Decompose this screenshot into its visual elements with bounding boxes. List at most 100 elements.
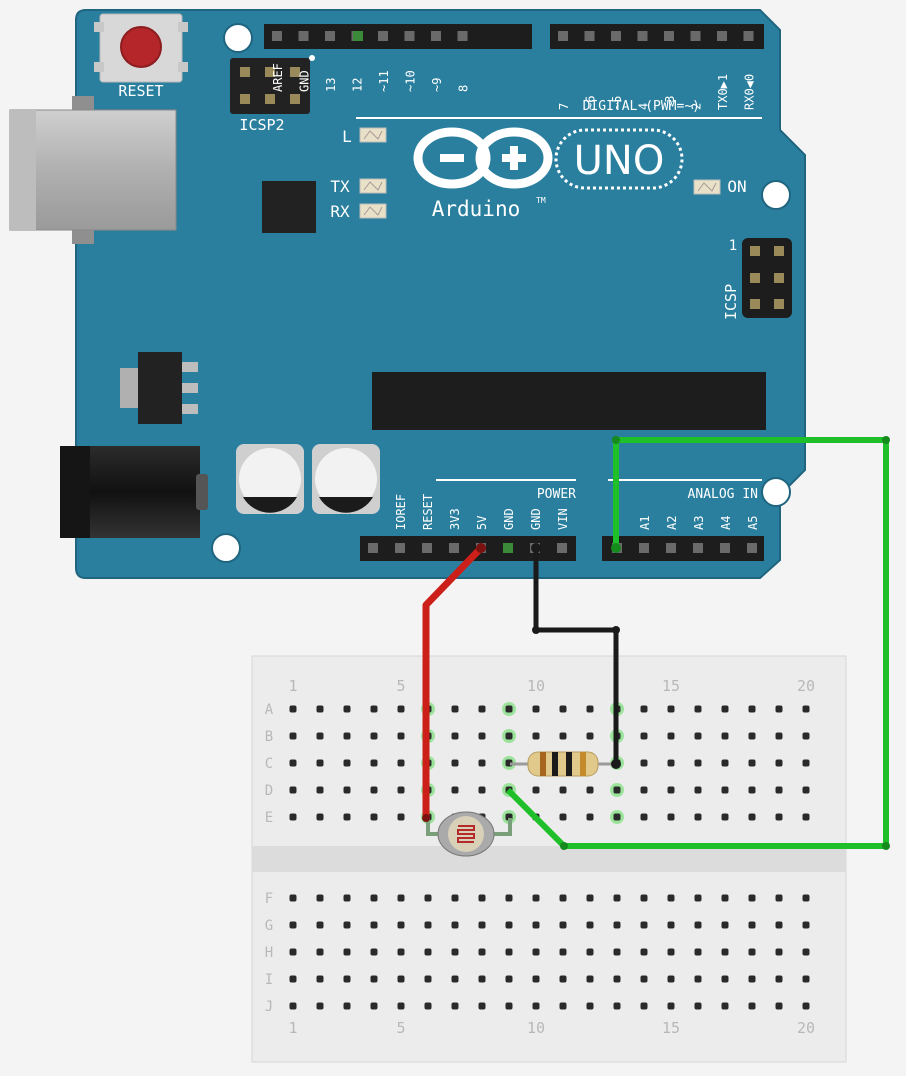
breadboard-hole[interactable] — [694, 1002, 702, 1010]
breadboard-hole[interactable] — [289, 732, 297, 740]
breadboard-hole[interactable] — [370, 759, 378, 767]
breadboard-hole[interactable] — [532, 732, 540, 740]
breadboard-hole[interactable] — [370, 975, 378, 983]
breadboard-hole[interactable] — [289, 975, 297, 983]
breadboard-hole[interactable] — [802, 1002, 810, 1010]
breadboard-hole[interactable] — [397, 705, 405, 713]
breadboard-hole[interactable] — [559, 894, 567, 902]
breadboard-hole[interactable] — [532, 921, 540, 929]
breadboard-hole[interactable] — [505, 705, 513, 713]
breadboard-hole[interactable] — [505, 948, 513, 956]
breadboard-hole[interactable] — [424, 921, 432, 929]
breadboard-hole[interactable] — [316, 921, 324, 929]
breadboard-hole[interactable] — [451, 732, 459, 740]
breadboard-hole[interactable] — [586, 786, 594, 794]
breadboard-hole[interactable] — [316, 759, 324, 767]
breadboard-hole[interactable] — [667, 948, 675, 956]
breadboard-hole[interactable] — [505, 975, 513, 983]
breadboard-hole[interactable] — [775, 975, 783, 983]
breadboard-hole[interactable] — [640, 894, 648, 902]
breadboard-hole[interactable] — [775, 705, 783, 713]
breadboard-hole[interactable] — [316, 1002, 324, 1010]
breadboard-hole[interactable] — [559, 1002, 567, 1010]
breadboard-hole[interactable] — [802, 948, 810, 956]
breadboard-hole[interactable] — [694, 948, 702, 956]
wire-5v[interactable] — [422, 543, 486, 822]
breadboard-hole[interactable] — [478, 921, 486, 929]
breadboard-hole[interactable] — [586, 732, 594, 740]
breadboard-hole[interactable] — [424, 1002, 432, 1010]
breadboard-hole[interactable] — [370, 705, 378, 713]
breadboard-hole[interactable] — [694, 894, 702, 902]
wire-gnd[interactable] — [531, 543, 621, 769]
breadboard-hole[interactable] — [802, 921, 810, 929]
breadboard-hole[interactable] — [694, 786, 702, 794]
breadboard-hole[interactable] — [640, 1002, 648, 1010]
breadboard-hole[interactable] — [343, 921, 351, 929]
breadboard-hole[interactable] — [775, 786, 783, 794]
breadboard-hole[interactable] — [289, 1002, 297, 1010]
breadboard-hole[interactable] — [640, 975, 648, 983]
breadboard-hole[interactable] — [343, 975, 351, 983]
breadboard-hole[interactable] — [370, 732, 378, 740]
breadboard-hole[interactable] — [667, 813, 675, 821]
breadboard-hole[interactable] — [532, 894, 540, 902]
breadboard-hole[interactable] — [343, 948, 351, 956]
breadboard-hole[interactable] — [613, 1002, 621, 1010]
breadboard-hole[interactable] — [667, 759, 675, 767]
breadboard-hole[interactable] — [316, 705, 324, 713]
breadboard-hole[interactable] — [613, 921, 621, 929]
breadboard-hole[interactable] — [289, 759, 297, 767]
breadboard-hole[interactable] — [289, 894, 297, 902]
breadboard-hole[interactable] — [748, 894, 756, 902]
breadboard-hole[interactable] — [424, 894, 432, 902]
breadboard-hole[interactable] — [559, 813, 567, 821]
breadboard-hole[interactable] — [343, 732, 351, 740]
breadboard-hole[interactable] — [478, 1002, 486, 1010]
breadboard-hole[interactable] — [505, 894, 513, 902]
breadboard-hole[interactable] — [343, 786, 351, 794]
breadboard-hole[interactable] — [802, 732, 810, 740]
breadboard-hole[interactable] — [532, 1002, 540, 1010]
breadboard-hole[interactable] — [586, 1002, 594, 1010]
breadboard-hole[interactable] — [721, 813, 729, 821]
breadboard-hole[interactable] — [370, 921, 378, 929]
breadboard-hole[interactable] — [640, 705, 648, 713]
breadboard-hole[interactable] — [451, 948, 459, 956]
breadboard-hole[interactable] — [397, 894, 405, 902]
breadboard-hole[interactable] — [586, 705, 594, 713]
breadboard-hole[interactable] — [397, 948, 405, 956]
breadboard-hole[interactable] — [451, 921, 459, 929]
breadboard-hole[interactable] — [559, 732, 567, 740]
breadboard-hole[interactable] — [775, 759, 783, 767]
breadboard-hole[interactable] — [802, 786, 810, 794]
breadboard-hole[interactable] — [532, 948, 540, 956]
breadboard-hole[interactable] — [397, 759, 405, 767]
breadboard-hole[interactable] — [694, 921, 702, 929]
breadboard-hole[interactable] — [748, 975, 756, 983]
breadboard-hole[interactable] — [721, 705, 729, 713]
breadboard-hole[interactable] — [667, 1002, 675, 1010]
breadboard-hole[interactable] — [532, 975, 540, 983]
breadboard-hole[interactable] — [316, 786, 324, 794]
breadboard-hole[interactable] — [559, 975, 567, 983]
breadboard-hole[interactable] — [640, 732, 648, 740]
breadboard-hole[interactable] — [748, 1002, 756, 1010]
breadboard-hole[interactable] — [289, 921, 297, 929]
breadboard-hole[interactable] — [451, 759, 459, 767]
breadboard-hole[interactable] — [343, 894, 351, 902]
breadboard-hole[interactable] — [748, 948, 756, 956]
breadboard-hole[interactable] — [802, 705, 810, 713]
breadboard-hole[interactable] — [397, 786, 405, 794]
breadboard-hole[interactable] — [532, 705, 540, 713]
breadboard-hole[interactable] — [748, 732, 756, 740]
breadboard-hole[interactable] — [775, 1002, 783, 1010]
breadboard-hole[interactable] — [694, 705, 702, 713]
breadboard-hole[interactable] — [802, 975, 810, 983]
breadboard-hole[interactable] — [586, 813, 594, 821]
breadboard-hole[interactable] — [559, 921, 567, 929]
breadboard-hole[interactable] — [289, 786, 297, 794]
breadboard-hole[interactable] — [640, 759, 648, 767]
breadboard-hole[interactable] — [397, 921, 405, 929]
breadboard-hole[interactable] — [586, 948, 594, 956]
